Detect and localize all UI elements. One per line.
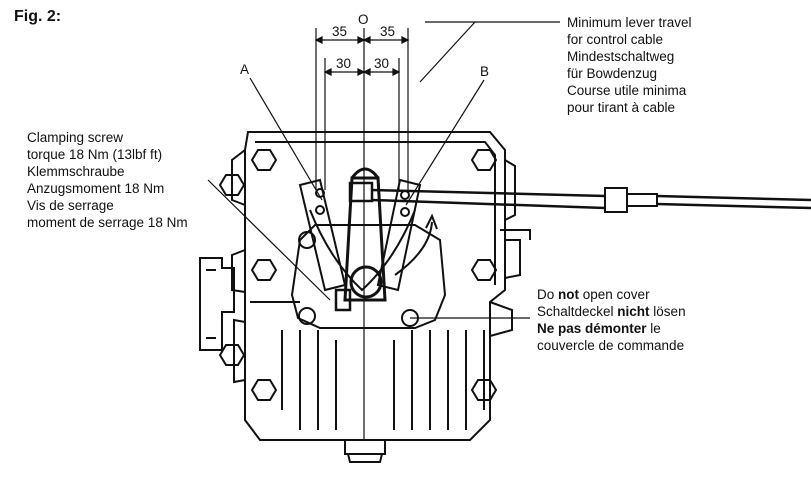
travel-note: Minimum lever travel for control cable M… <box>567 14 692 116</box>
inner-left-dimension: 30 <box>336 56 352 71</box>
clamping-note-line: Clamping screw <box>27 130 124 145</box>
dimension-lines <box>314 28 410 440</box>
cover-note-line-3: Ne pas démonter le <box>537 321 661 336</box>
clamping-note-line: torque 18 Nm (13lbf ft) <box>27 147 163 162</box>
point-b-label: B <box>480 64 490 79</box>
clamping-note-line: Anzugsmoment 18 Nm <box>27 181 165 196</box>
figure-label: Fig. 2: <box>14 8 62 25</box>
lever-mechanism <box>298 167 438 312</box>
point-a-label: A <box>240 62 250 77</box>
outer-right-dimension: 35 <box>380 24 396 39</box>
travel-note-line: Minimum lever travel <box>567 15 692 30</box>
travel-note-line: pour tirant à cable <box>567 100 676 115</box>
control-cable <box>371 187 811 213</box>
outer-left-dimension: 35 <box>332 24 348 39</box>
travel-note-line: für Bowdenzug <box>567 66 658 81</box>
cover-note-line-1: Do not open cover <box>537 287 650 302</box>
travel-note-line: for control cable <box>567 32 664 47</box>
travel-note-line: Mindestschaltweg <box>567 49 675 64</box>
cover-note-line-2: Schaltdeckel nicht lösen <box>537 304 686 319</box>
travel-note-line: Course utile minima <box>567 83 687 98</box>
clamping-note-line: Vis de serrage <box>27 198 114 213</box>
cover-note: Do not open cover Schaltdeckel nicht lös… <box>537 286 686 354</box>
clamping-note: Clamping screw torque 18 Nm (13lbf ft) K… <box>27 129 188 231</box>
leader-lines <box>207 21 560 319</box>
clamping-note-line: moment de serrage 18 Nm <box>27 215 188 230</box>
inner-right-dimension: 30 <box>374 56 390 71</box>
center-mark: O <box>358 12 369 27</box>
housing <box>199 131 531 463</box>
cover-note-line-4: couvercle de commande <box>537 338 685 353</box>
clamping-note-line: Klemmschraube <box>27 164 125 179</box>
